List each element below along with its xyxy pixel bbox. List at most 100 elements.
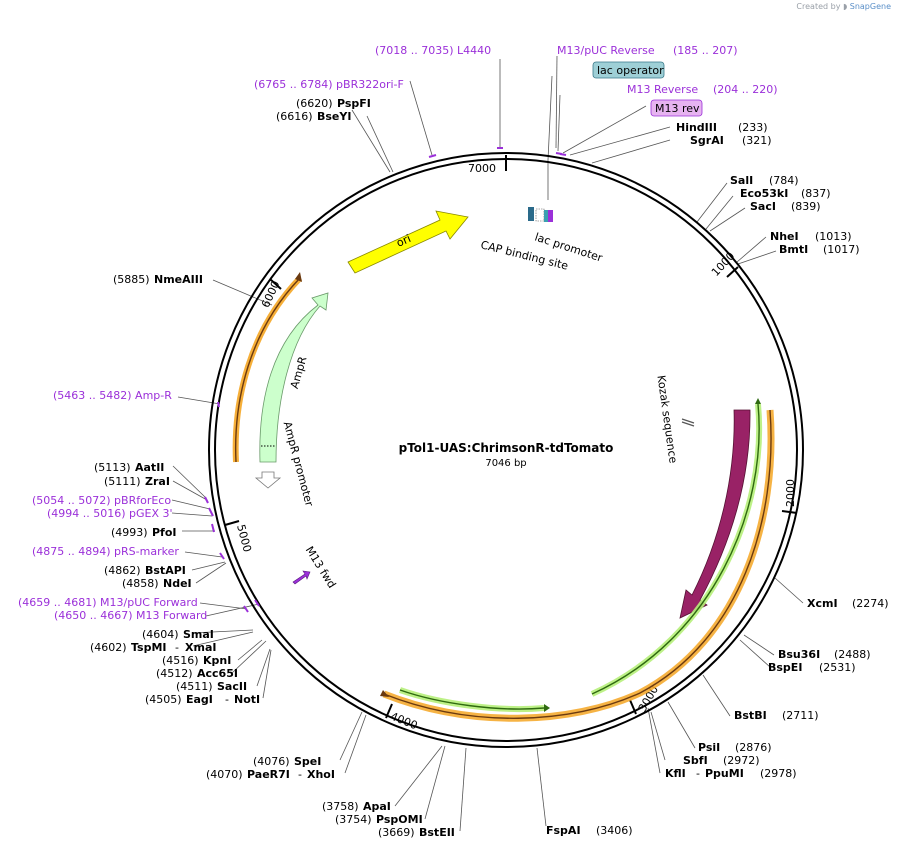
primer-m13rev: M13 Reverse [627,83,698,96]
right-green-arrowhead [755,398,761,404]
kozak-marker [681,418,695,424]
site-zrai-name: ZraI [145,475,170,488]
site-sacii-pos: (4511) [176,680,213,693]
site-nhei-pos: (1013) [815,230,852,243]
site-acc65i-name: Acc65I [197,667,238,680]
site-pspfi-name: PspFI [337,97,371,110]
site-xcmi-name: XcmI [807,597,838,610]
site-nmeaiii-pos: (5885) [113,273,150,286]
site-sacii-name: SacII [217,680,247,693]
site-pspomi-name: PspOMI [376,813,423,826]
site-nmeaiii-name: NmeAIII [154,273,203,286]
tick-marks [224,155,798,719]
site-sali-pos: (784) [769,174,799,187]
lower-green-core [399,689,545,710]
site-paer7i-name: PaeR7I [247,768,290,781]
site-saci-pos: (839) [791,200,821,213]
lac-promoter-marker [535,208,545,222]
site-smai-pos: (4604) [142,628,179,641]
snapgene-credit: Created by ◗ SnapGene [796,2,891,11]
site-kpni-pos: (4516) [162,654,199,667]
leader-lines [171,55,804,832]
plasmid-name: pTol1-UAS:ChrimsonR-tdTomato [399,441,614,455]
lower-orange-arrowhead [380,690,389,697]
site-sali-name: SalI [730,174,753,187]
site-eagi-name: EagI [186,693,213,706]
site-bstapi-pos: (4862) [104,564,141,577]
lac-operator-marker [544,210,548,222]
site-tspmi-sep: - [175,641,179,654]
site-paer7i-pos: (4070) [206,768,243,781]
primer-m13rev-range: (204 .. 220) [713,83,778,96]
primer-m13puc-rev: M13/pUC Reverse [557,44,655,57]
kozak-label: Kozak sequence [654,374,679,464]
site-bseyi-name: BseYI [317,110,351,123]
site-bmti-name: BmtI [779,243,808,256]
primer-m13fwd: (4650 .. 4667) M13 Forward [54,609,207,622]
lac-operator-box-label: lac operator [597,64,664,77]
site-bstbi-pos: (2711) [782,709,819,722]
site-eagi-sep: - [225,693,229,706]
site-noti-name: NotI [234,693,260,706]
site-pspfi-pos: (6620) [296,97,333,110]
tick-label-2000: 2000 [784,479,797,507]
site-sgrai-pos: (321) [742,134,772,147]
kozak-marker-2 [681,421,695,427]
ampr-feature [259,292,329,463]
site-sgrai-name: SgrAI [690,134,724,147]
site-zrai-pos: (5111) [104,475,141,488]
left-orange-arrowhead [295,272,302,282]
site-eco53ki-pos: (837) [801,187,831,200]
site-bsteii-name: BstEII [419,826,455,839]
primer-ampr: (5463 .. 5482) Amp-R [53,389,172,402]
site-eagi-pos: (4505) [145,693,182,706]
site-ndei-pos: (4858) [122,577,159,590]
ori-label: ori [394,232,412,250]
m13rev-box-label: M13 rev [655,102,700,115]
site-xhoi-name: XhoI [307,768,335,781]
site-bmti-pos: (1017) [823,243,860,256]
site-xmai-name: XmaI [185,641,216,654]
site-pfoi-name: PfoI [152,526,177,539]
site-ndei-name: NdeI [163,577,192,590]
site-bspei-name: BspEI [768,661,802,674]
site-bstapi-name: BstAPI [145,564,186,577]
site-ppumi-name: PpuMI [705,767,744,780]
site-psii-pos: (2876) [735,741,772,754]
tick-label-5000: 5000 [234,523,254,553]
site-tspmi-name: TspMI [131,641,167,654]
primer-pbr322ori: (6765 .. 6784) pBR322ori-F [254,78,404,91]
site-hindiii-name: HindIII [676,121,717,134]
site-fspai-pos: (3406) [596,824,633,837]
site-bseyi-pos: (6616) [276,110,313,123]
site-bsteii-pos: (3669) [378,826,415,839]
site-nhei-name: NheI [770,230,799,243]
primer-marks [204,147,567,613]
backbone-outer [208,152,804,748]
site-kfli-pos: (2978) [760,767,797,780]
site-smai-name: SmaI [183,628,214,641]
site-kpni-name: KpnI [203,654,231,667]
site-bsu36i-pos: (2488) [834,648,871,661]
primer-m13puc-fwd: (4659 .. 4681) M13/pUC Forward [18,596,198,609]
site-aatii-name: AatII [135,461,164,474]
m13fwd-label: M13 fwd [303,544,339,590]
lac-operator-box [592,61,665,79]
right-orange-core [383,409,772,719]
site-apai-name: ApaI [363,800,391,813]
site-bstbi-name: BstBI [734,709,767,722]
site-xcmi-pos: (2274) [852,597,889,610]
primer-l4440: (7018 .. 7035) L4440 [375,44,491,57]
primer-m13puc-rev-range: (185 .. 207) [673,44,738,57]
site-sbfi-name: SbfI [683,754,708,767]
site-aatii-pos: (5113) [94,461,131,474]
ampr-promoter-label: AmpR promoter [281,420,316,508]
tick-label-1000: 1000 [709,250,738,279]
site-tspmi-pos: (4602) [90,641,127,654]
site-apai-pos: (3758) [322,800,359,813]
primer-prs-marker: (4875 .. 4894) pRS-marker [32,545,179,558]
site-kfli-name: KflI [665,767,686,780]
site-paer7i-sep: - [298,768,302,781]
ampr-promoter-arrow [254,471,282,489]
